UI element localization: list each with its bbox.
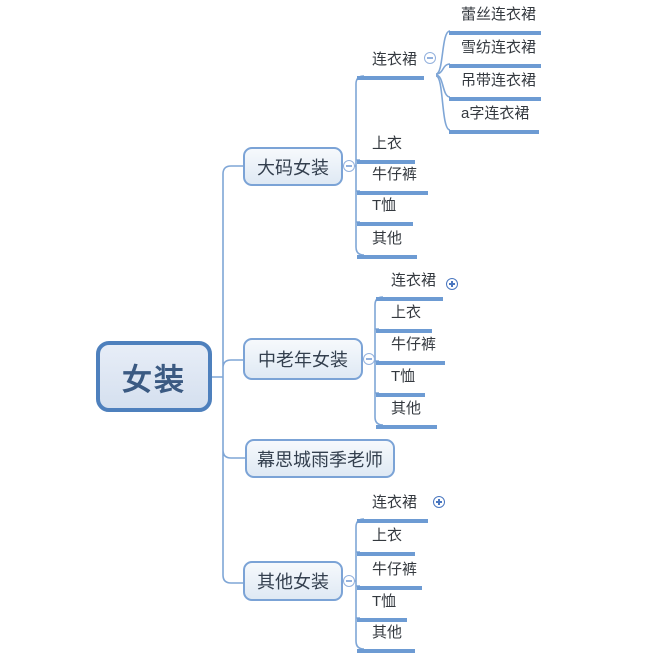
subtopic-jeans[interactable]: 牛仔裤 xyxy=(376,335,445,365)
subtopic-tops[interactable]: 上衣 xyxy=(357,526,415,556)
branch-other-womens[interactable]: 其他女装 xyxy=(243,561,343,601)
subtopic-dress[interactable]: 连衣裙 xyxy=(357,493,428,523)
subtopic-jeans[interactable]: 牛仔裤 xyxy=(357,560,422,590)
subtopic-lace-dress[interactable]: 蕾丝连衣裙 xyxy=(449,5,541,35)
subtopic-slip-dress[interactable]: 吊带连衣裙 xyxy=(449,71,541,101)
collapse-icon[interactable] xyxy=(424,52,436,64)
subtopic-tshirt[interactable]: T恤 xyxy=(376,367,425,397)
collapse-icon[interactable] xyxy=(343,160,355,172)
root-topic-womens-clothing[interactable]: 女装 xyxy=(96,341,212,412)
subtopic-tops[interactable]: 上衣 xyxy=(376,303,432,333)
subtopic-other[interactable]: 其他 xyxy=(357,623,415,653)
subtopic-dress[interactable]: 连衣裙 xyxy=(357,50,424,80)
trunk-connector xyxy=(212,165,245,584)
subtopic-chiffon-dress[interactable]: 雪纺连衣裙 xyxy=(449,38,541,68)
subtopic-tshirt[interactable]: T恤 xyxy=(357,196,413,226)
subtopic-other[interactable]: 其他 xyxy=(357,229,417,259)
branch-musicheng-teacher[interactable]: 幕思城雨季老师 xyxy=(245,439,395,478)
expand-icon[interactable] xyxy=(446,278,458,290)
collapse-icon[interactable] xyxy=(343,575,355,587)
subtopic-dress[interactable]: 连衣裙 xyxy=(376,271,443,301)
subtopic-tshirt[interactable]: T恤 xyxy=(357,592,407,622)
subtopic-other[interactable]: 其他 xyxy=(376,399,437,429)
subtopic-jeans[interactable]: 牛仔裤 xyxy=(357,165,428,195)
branch-middle-aged-womens[interactable]: 中老年女装 xyxy=(243,338,363,380)
subtopic-tops[interactable]: 上衣 xyxy=(357,134,415,164)
subtopic-aline-dress[interactable]: a字连衣裙 xyxy=(449,104,539,134)
branch1-dress-fan xyxy=(435,30,451,131)
expand-icon[interactable] xyxy=(433,496,445,508)
branch-plus-size-womens[interactable]: 大码女装 xyxy=(243,147,343,186)
collapse-icon[interactable] xyxy=(363,353,375,365)
